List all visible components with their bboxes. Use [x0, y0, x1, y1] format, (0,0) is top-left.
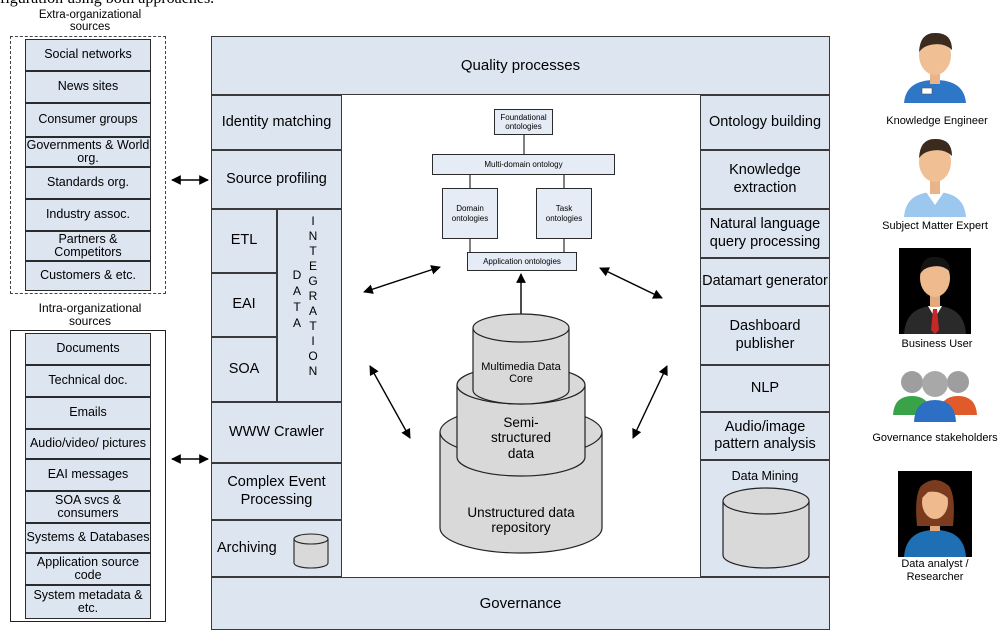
archiving-box: Archiving [211, 520, 342, 577]
arrow-store-to-right [632, 365, 668, 439]
integration-letter: O [308, 348, 318, 363]
intra-source-item: Technical doc. [25, 365, 151, 397]
extra-source-item: Partners & Competitors [25, 231, 151, 261]
intra-sources-panel: Documents Technical doc. Emails Audio/vi… [10, 330, 166, 622]
quality-processes-band: Quality processes [211, 36, 830, 95]
extra-source-item: Consumer groups [25, 103, 151, 137]
integration-letter: I [311, 333, 315, 348]
business-user-label: Business User [901, 338, 973, 350]
eai-box: EAI [211, 273, 277, 337]
business-user-icon [899, 248, 971, 334]
extra-source-item: Social networks [25, 39, 151, 71]
archiving-label: Archiving [217, 539, 277, 556]
data-letter: T [293, 300, 301, 315]
integration-letter: N [308, 228, 318, 243]
semistructured-data-label: Semi-structured data [490, 415, 552, 461]
data-letter: D [292, 268, 302, 283]
semistructured-cylinder [456, 385, 586, 477]
data-integration-box [277, 209, 342, 402]
intra-source-item: System metadata & etc. [25, 585, 151, 619]
dashboard-publisher-box: Dashboard publisher [700, 306, 830, 365]
intra-sources-title: Intra-organizational sources [38, 301, 142, 328]
ontology-building-box: Ontology building [700, 95, 830, 150]
source-profiling-box: Source profiling [211, 150, 342, 209]
data-mining-cylinder [722, 487, 810, 569]
data-letter: A [292, 284, 301, 299]
arrow-ontology-to-right [599, 267, 663, 299]
data-store-cylinders [439, 313, 603, 554]
www-crawler-box: WWW Crawler [211, 402, 342, 463]
nlp-box: NLP [700, 365, 830, 412]
header-text: figuration using both approaches. [0, 0, 214, 8]
intra-source-item: Emails [25, 397, 151, 429]
integration-letter: A [308, 303, 317, 318]
extra-sources-title: Extra-organizational sources [38, 8, 142, 33]
governance-band: Governance [211, 577, 830, 630]
ontology-connectors [469, 135, 565, 252]
domain-ontologies-box: Domain ontologies [442, 188, 498, 239]
intra-source-item: Systems & Databases [25, 523, 151, 553]
intra-source-item: Audio/video/ pictures [25, 429, 151, 459]
extra-sources-panel: Social networks News sites Consumer grou… [10, 36, 166, 294]
data-mining-label: Data Mining [731, 469, 799, 483]
integration-letter: I [311, 213, 315, 228]
multi-domain-ontology-box: Multi-domain ontology [432, 154, 615, 175]
identity-matching-box: Identity matching [211, 95, 342, 150]
extra-source-item: Standards org. [25, 167, 151, 199]
knowledge-extraction-box: Knowledge extraction [700, 150, 830, 209]
governance-stakeholders-label: Governance stakeholders [872, 432, 998, 444]
nl-query-processing-box: Natural language query processing [700, 209, 830, 258]
bidirectional-arrows [171, 175, 668, 464]
integration-letter: N [308, 363, 318, 378]
foundational-ontologies-box: Foundational ontologies [494, 109, 553, 135]
extra-source-item: Customers & etc. [25, 261, 151, 291]
subject-matter-expert-icon [904, 138, 966, 217]
integration-letter: R [308, 288, 318, 303]
application-ontologies-box: Application ontologies [467, 252, 577, 271]
arrow-left-to-ontology [363, 265, 441, 294]
subject-matter-expert-label: Subject Matter Expert [882, 220, 988, 232]
extra-source-item: Governments & World org. [25, 137, 151, 167]
integration-letter: T [309, 243, 317, 258]
audio-image-analysis-box: Audio/image pattern analysis [700, 412, 830, 460]
datamart-generator-box: Datamart generator [700, 258, 830, 306]
knowledge-engineer-icon [904, 32, 966, 103]
knowledge-engineer-label: Knowledge Engineer [886, 115, 988, 127]
extra-source-item: News sites [25, 71, 151, 103]
governance-stakeholders-icon [893, 371, 977, 422]
arrow-left-to-store [369, 365, 411, 439]
integration-letter: G [308, 273, 318, 288]
data-letter: A [292, 316, 301, 331]
data-analyst-icon [898, 471, 972, 557]
data-analyst-label: Data analyst / Researcher [901, 558, 969, 583]
intra-source-item: Application source code [25, 553, 151, 585]
intra-source-item: SOA svcs & consumers [25, 491, 151, 523]
integration-letter: T [309, 318, 317, 333]
intra-source-item: Documents [25, 333, 151, 365]
etl-box: ETL [211, 209, 277, 273]
multimedia-data-core-label: Multimedia Data Core [481, 360, 561, 385]
archiving-cylinder [293, 533, 329, 569]
intra-source-item: EAI messages [25, 459, 151, 491]
soa-box: SOA [211, 337, 277, 402]
unstructured-repository-label: Unstructured data repository [467, 504, 575, 535]
complex-event-processing-box: Complex Event Processing [211, 463, 342, 520]
extra-source-item: Industry assoc. [25, 199, 151, 231]
integration-letter: E [308, 258, 317, 273]
multimedia-cylinder [472, 328, 570, 405]
task-ontologies-box: Task ontologies [536, 188, 592, 239]
